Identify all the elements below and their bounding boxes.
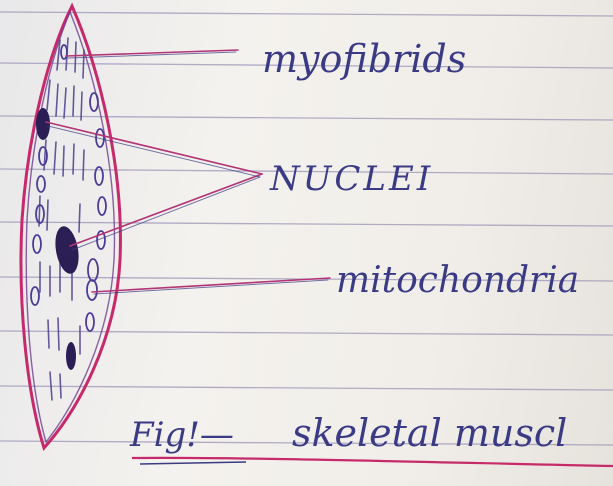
myofibril-stroke: [64, 88, 66, 118]
myofibril-stroke: [83, 150, 84, 180]
myofibril-stroke: [79, 204, 80, 232]
mitochondrion: [61, 45, 67, 59]
ruled-line: [0, 116, 613, 120]
label-myofibrils: myofibrids: [262, 37, 466, 81]
myofibril-stroke: [58, 318, 59, 350]
muscle-fiber: [21, 6, 120, 448]
myofibril-stroke: [50, 372, 52, 400]
label-mitochondria: mitochondria: [336, 260, 579, 301]
caption-fig-underline: [140, 462, 246, 464]
nucleus: [66, 342, 76, 370]
leader-line-mitochondria: [92, 278, 330, 292]
mitochondrion: [33, 235, 41, 253]
mitochondrion: [31, 287, 39, 305]
fiber-outline-outer: [21, 6, 120, 448]
mitochondrion: [87, 280, 97, 300]
mitochondrion: [37, 176, 45, 192]
mitochondrion: [90, 93, 98, 111]
ruled-line: [0, 386, 613, 390]
myofibril-stroke: [73, 144, 74, 174]
nucleus: [36, 108, 50, 140]
mitochondrion: [98, 197, 106, 215]
ruled-line: [0, 331, 613, 335]
myofibril-stroke: [75, 42, 76, 72]
mitochondrion: [39, 147, 47, 165]
leader-line-mitochondria-ink: [94, 280, 328, 294]
myofibril-stroke: [81, 92, 82, 120]
myofibril-stroke: [63, 146, 64, 176]
myofibril-stroke: [48, 320, 49, 348]
myofibril-stroke: [47, 200, 48, 230]
ruled-line: [0, 222, 613, 226]
myofibril-stroke: [60, 374, 61, 398]
myofibril-stroke: [73, 86, 74, 116]
fiber-outline-inner: [26, 12, 114, 442]
myofibril-stroke: [83, 50, 84, 78]
mitochondrion: [86, 313, 94, 331]
caption-title: skeletal muscl: [292, 411, 567, 455]
label-nuclei: NUCLEI: [269, 159, 433, 199]
ruled-line: [0, 12, 613, 16]
myofibril-stroke: [39, 196, 40, 226]
myofibril-stroke: [56, 84, 58, 116]
caption-fig-label: Fig!—: [129, 415, 234, 455]
nucleus: [52, 224, 82, 275]
caption-underline: [132, 458, 613, 466]
leader-line-nucleus-upper: [46, 122, 262, 174]
